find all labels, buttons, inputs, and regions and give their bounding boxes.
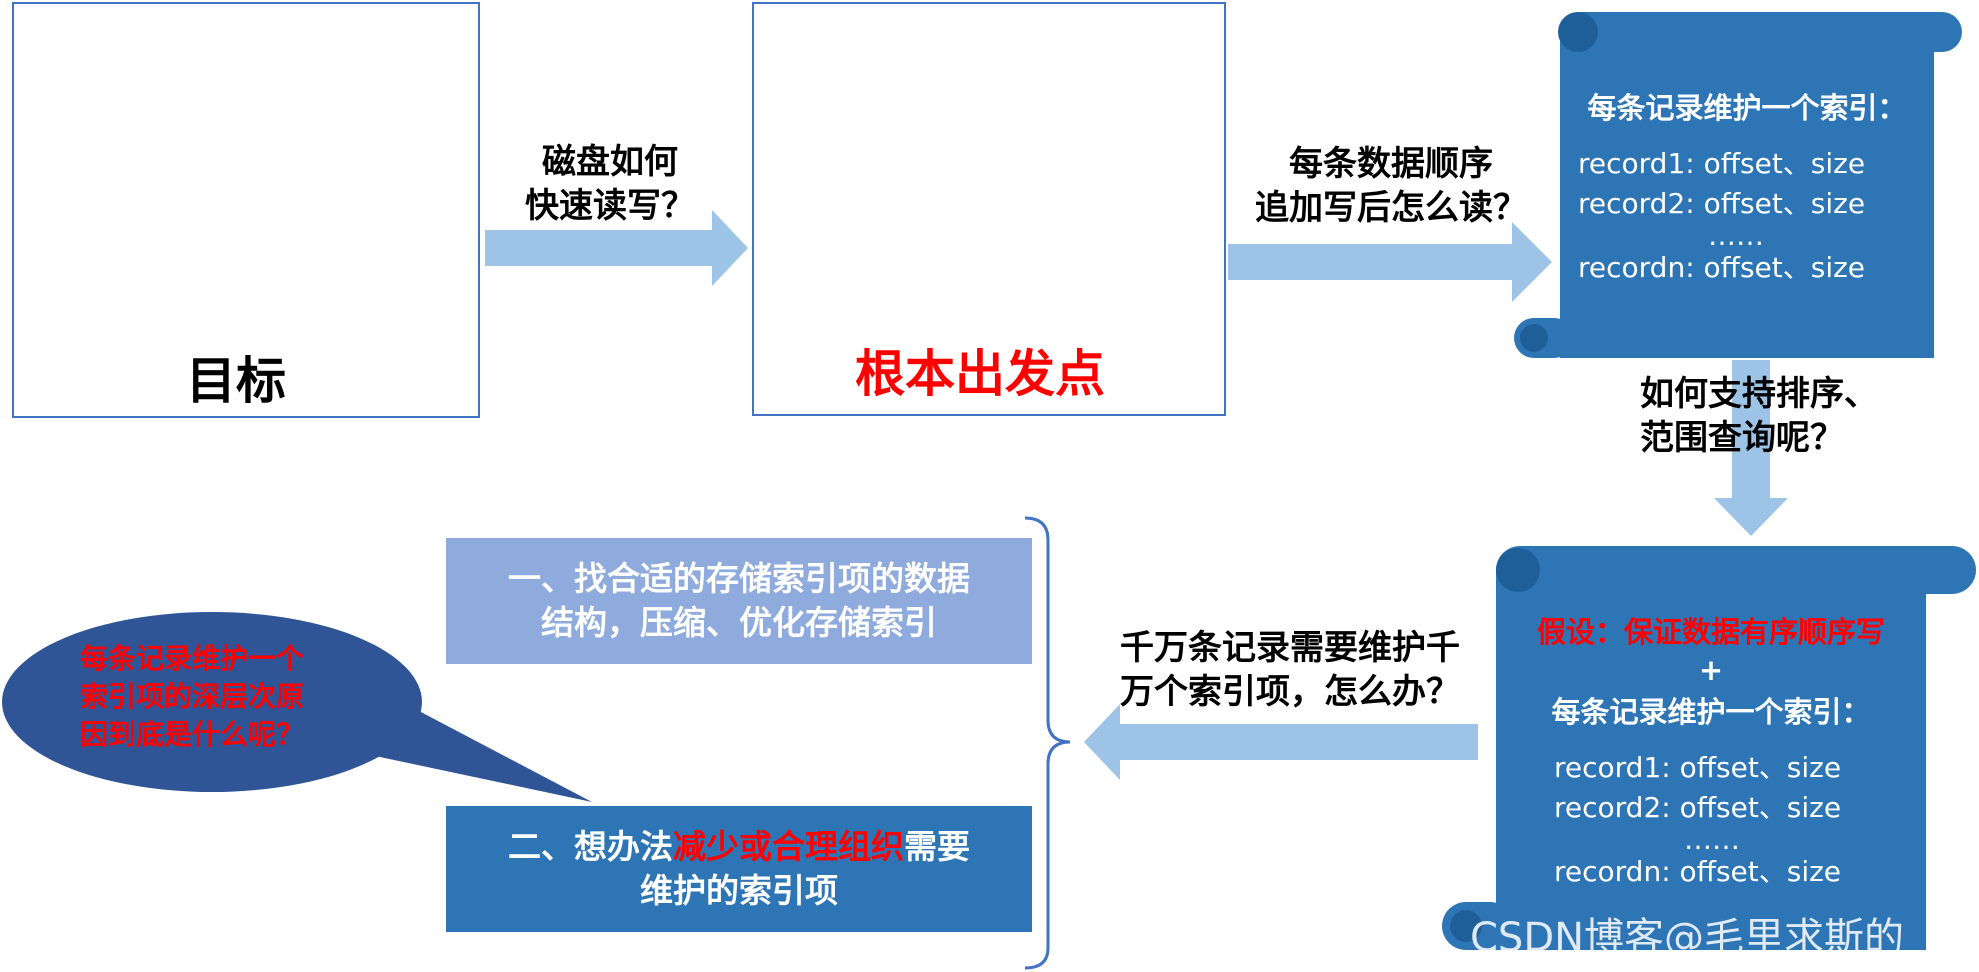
scroll2-assumption: 假设：保证数据有序顺序写 bbox=[1536, 615, 1885, 649]
scroll1-record-1: record1: offset、size bbox=[1578, 147, 1866, 180]
sequential-caption: 根本出发点 bbox=[855, 345, 1105, 403]
speech-bubble-line-2: 索引项的深层次原 bbox=[80, 680, 305, 713]
curly-brace bbox=[1024, 516, 1071, 970]
arrow1-label-line-1: 磁盘如何 bbox=[542, 142, 678, 182]
goal-star-line-2: 快速读写 bbox=[153, 184, 306, 228]
scroll1-heading: 每条记录维护一个索引： bbox=[1587, 91, 1907, 125]
watermark: CSDN博客@毛里求斯的 bbox=[1470, 915, 1905, 961]
arrow3-label-line-2: 范围查询呢？ bbox=[1640, 418, 1844, 458]
arrow-right-2 bbox=[1228, 222, 1552, 302]
arrow-down-3 bbox=[1714, 360, 1788, 536]
arrow4-label-line-1: 千万条记录需要维护千 bbox=[1120, 628, 1460, 668]
goal-star-text: 高效、 快速读写 bbox=[110, 125, 350, 233]
solution1-box: 一、找合适的存储索引项的数据 结构，压缩、优化存储索引 bbox=[446, 538, 1032, 664]
scroll2-record-1: record1: offset、size bbox=[1554, 751, 1842, 784]
scroll2-plus: + bbox=[1698, 653, 1724, 687]
arrow2-label: 每条数据顺序 追加写后怎么读？ bbox=[1236, 142, 1546, 230]
scroll2-heading: 每条记录维护一个索引： bbox=[1551, 695, 1871, 729]
scroll-shape-1 bbox=[1514, 12, 1962, 358]
goal-caption: 目标 bbox=[186, 352, 286, 410]
arrow2-label-line-2: 追加写后怎么读？ bbox=[1255, 188, 1527, 228]
scroll1-record-2: record2: offset、size bbox=[1578, 187, 1866, 220]
scroll-shape-2 bbox=[1442, 546, 1976, 950]
arrow1-label: 磁盘如何 快速读写？ bbox=[495, 140, 725, 228]
arrow-left-4 bbox=[1084, 704, 1478, 780]
speech-bubble-line-3: 因到底是什么呢？ bbox=[80, 718, 305, 751]
goal-box bbox=[12, 2, 480, 418]
solution2-line-1: 二、想办法减少或合理组织需要 bbox=[508, 825, 970, 869]
speech-bubble-text: 每条记录维护一个 索引项的深层次原 因到底是什么呢？ bbox=[80, 640, 370, 754]
solution2-line-2: 维护的索引项 bbox=[640, 871, 838, 910]
scroll2-record-2: record2: offset、size bbox=[1554, 791, 1842, 824]
arrow-right-1 bbox=[485, 210, 748, 286]
solution2-prefix: 二、想办法 bbox=[508, 827, 673, 866]
solution1-line-1: 一、找合适的存储索引项的数据 bbox=[508, 559, 970, 598]
scroll2-records: record1: offset、size record2: offset、siz… bbox=[1554, 748, 1914, 892]
scroll2-record-n: recordn: offset、size bbox=[1554, 855, 1842, 888]
arrow4-label-line-2: 万个索引项，怎么办？ bbox=[1120, 672, 1460, 712]
speech-bubble-line-1: 每条记录维护一个 bbox=[80, 642, 305, 675]
arrow2-label-line-1: 每条数据顺序 bbox=[1289, 144, 1493, 184]
goal-star-line-1: 高效、 bbox=[172, 130, 287, 174]
solution1-line-2: 结构，压缩、优化存储索引 bbox=[541, 603, 937, 642]
arrow4-label: 千万条记录需要维护千 万个索引项，怎么办？ bbox=[1095, 626, 1485, 714]
scroll2-ellipsis: …… bbox=[1684, 823, 1740, 856]
solution2-suffix: 需要 bbox=[904, 827, 970, 866]
solution2-box: 二、想办法减少或合理组织需要 维护的索引项 bbox=[446, 806, 1032, 932]
scroll1-record-n: recordn: offset、size bbox=[1578, 251, 1866, 284]
scroll1-records: record1: offset、size record2: offset、siz… bbox=[1578, 144, 1928, 288]
scroll1-ellipsis: …… bbox=[1708, 219, 1764, 252]
sequential-box bbox=[752, 2, 1226, 416]
solution2-highlight: 减少或合理组织 bbox=[673, 827, 904, 866]
arrow3-label: 如何支持排序、 范围查询呢？ bbox=[1640, 372, 1920, 460]
speech-bubble-shape bbox=[2, 612, 592, 802]
sequential-banner-text: 顺序IO(顺序读写) bbox=[801, 193, 1177, 247]
arrow3-label-line-1: 如何支持排序、 bbox=[1640, 374, 1878, 414]
arrow1-label-line-2: 快速读写？ bbox=[525, 186, 695, 226]
